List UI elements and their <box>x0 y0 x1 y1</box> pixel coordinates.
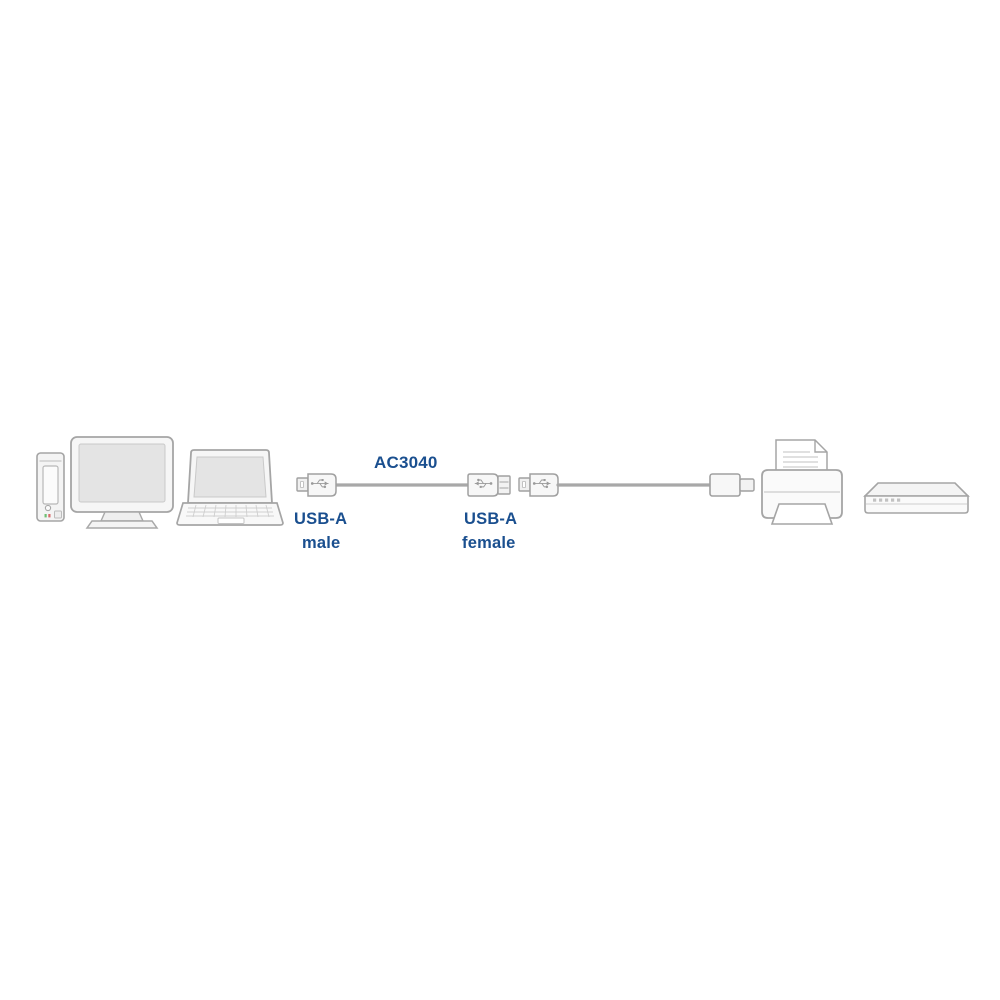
printer-output-tray <box>770 503 834 525</box>
product-code-label: AC3040 <box>374 453 438 472</box>
desktop-tower <box>36 452 65 522</box>
printer-paper-fold <box>814 440 827 453</box>
right-connector-type-label: USB-A <box>464 510 517 528</box>
device-plug-body <box>709 473 741 497</box>
monitor <box>70 436 174 529</box>
monitor-screen <box>78 443 166 503</box>
right-connector-gender-label: female <box>462 534 515 552</box>
usb-a-female-socket <box>467 473 511 497</box>
tower-drive-bay <box>42 465 59 505</box>
device-plug-tip <box>739 478 755 492</box>
plug-body <box>307 473 337 497</box>
usb-a-male-plug-left <box>296 473 337 497</box>
laptop <box>176 449 284 526</box>
plug-contact-block <box>522 481 526 488</box>
socket-body <box>467 473 499 497</box>
network-device <box>863 482 970 514</box>
plug-body <box>529 473 559 497</box>
tower-led-green <box>44 514 47 518</box>
usb-b-device-plug <box>709 473 755 497</box>
tower-front-port <box>54 510 62 519</box>
left-connector-type-label: USB-A <box>294 510 347 528</box>
printer <box>761 439 843 525</box>
laptop-trackpad <box>217 517 245 524</box>
socket-receptacle <box>497 475 511 495</box>
usb-a-male-plug-right <box>518 473 559 497</box>
left-connector-gender-label: male <box>302 534 340 552</box>
tower-led-red <box>48 514 51 518</box>
printer-paper-text-lines <box>783 451 818 468</box>
tower-power-button[interactable] <box>44 504 52 512</box>
monitor-base <box>85 520 159 529</box>
network-device-leds <box>873 498 901 502</box>
laptop-screen <box>193 456 267 498</box>
network-device-top <box>863 482 970 497</box>
monitor-neck <box>99 511 145 522</box>
laptop-keyboard <box>186 504 274 518</box>
plug-contact-block <box>300 481 304 488</box>
